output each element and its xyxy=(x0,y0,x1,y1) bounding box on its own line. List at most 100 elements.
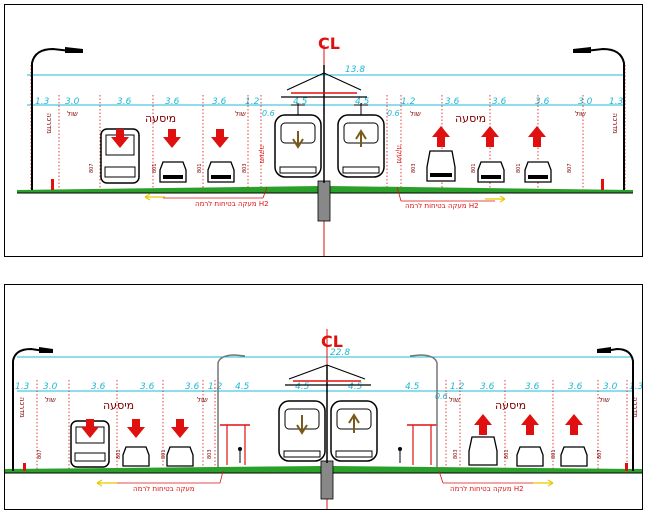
width-label: 3.6 xyxy=(91,382,106,392)
street-lamp-right xyxy=(597,347,634,471)
sidewalk-label: מדרכה xyxy=(631,397,639,418)
shoulder-label: שול xyxy=(235,110,246,118)
width-label: 0.6 xyxy=(262,109,275,118)
car-icon xyxy=(560,446,588,467)
width-label: 1.3 xyxy=(609,97,624,107)
tram-right xyxy=(330,400,378,462)
street-lamp-left xyxy=(12,347,53,471)
width-label: 1.3 xyxy=(35,97,50,107)
lane-label: מיסעה xyxy=(495,399,526,412)
barrier-label: מעקה xyxy=(395,145,403,164)
lane-code: 801 xyxy=(504,449,510,459)
car-icon xyxy=(159,161,187,183)
street-lamp-left xyxy=(31,47,83,190)
centerline-label: CL xyxy=(321,332,343,351)
lane-code: 807 xyxy=(597,449,603,459)
shoulder-label: שול xyxy=(449,396,460,404)
width-label: 4.5 xyxy=(235,382,250,392)
car-icon xyxy=(207,161,235,183)
width-label: 3.6 xyxy=(165,97,180,107)
shoulder-label: שול xyxy=(197,396,208,404)
barrier-label: מעקה xyxy=(258,145,266,164)
width-label: 1.2 xyxy=(401,97,416,107)
lane-label: מיסעה xyxy=(145,112,176,125)
lane-code: 801 xyxy=(551,449,557,459)
width-label: 3.6 xyxy=(568,382,583,392)
shoulder-label: שול xyxy=(410,110,421,118)
cross-section-panel-2: 22.8 1.3 3.0 3.6 3.6 3.6 1.2 4.5 4.5 4.5… xyxy=(4,284,643,510)
tram-right xyxy=(337,103,385,178)
width-label: 3.6 xyxy=(117,97,132,107)
width-label: 3.6 xyxy=(492,97,507,107)
width-label: 3.6 xyxy=(140,382,155,392)
barrier-note-right: מעקה בטיחות לרמה H2 xyxy=(405,202,479,210)
width-label: 1.3 xyxy=(15,382,30,392)
tram-left xyxy=(274,103,322,178)
lane-code: 807 xyxy=(567,163,573,173)
van-icon xyxy=(468,436,498,466)
width-label: 3.6 xyxy=(525,382,540,392)
lane-code: 801 xyxy=(516,163,522,173)
cross-section-drawing-2: 22.8 1.3 3.0 3.6 3.6 3.6 1.2 4.5 4.5 4.5… xyxy=(5,329,642,509)
width-label: 4.5 xyxy=(348,382,363,392)
shoulder-label: שול xyxy=(575,110,586,118)
width-label: 4.5 xyxy=(405,382,420,392)
lane-code: 801 xyxy=(116,449,122,459)
lane-code: 801 xyxy=(471,163,477,173)
shoulder-label: שול xyxy=(45,396,56,404)
top-width-label: 13.8 xyxy=(345,65,365,75)
center-pier xyxy=(320,460,334,500)
centerline-label: CL xyxy=(318,34,340,53)
car-icon xyxy=(516,446,544,467)
width-label: 4.5 xyxy=(355,97,370,107)
tram-left xyxy=(278,400,326,462)
width-label: 1.2 xyxy=(450,382,465,392)
barrier-note-left: מעקה בטיחות לרמה H2 xyxy=(195,200,269,208)
cross-section-drawing-1: 13.8 1.3 3.0 3.6 3.6 3.6 1.2 0.6 4.5 4.5… xyxy=(17,34,633,256)
van-icon xyxy=(426,150,456,182)
lane-code: 803 xyxy=(207,449,213,459)
width-label: 0.6 xyxy=(387,109,400,118)
width-label: 1.2 xyxy=(245,97,260,107)
width-label: 3.6 xyxy=(445,97,460,107)
car-icon xyxy=(122,446,150,467)
center-pier xyxy=(317,180,331,222)
width-label: 3.0 xyxy=(65,97,80,107)
platform-shelter-right xyxy=(398,424,437,465)
top-width-label: 22.8 xyxy=(330,348,350,358)
direction-arrows-left xyxy=(111,129,229,148)
direction-arrows-right xyxy=(474,414,583,435)
car-icon xyxy=(166,446,194,467)
car-icon xyxy=(524,161,552,183)
lane-label: מיסעה xyxy=(455,112,486,125)
cross-section-panel-1: 13.8 1.3 3.0 3.6 3.6 3.6 1.2 0.6 4.5 4.5… xyxy=(4,4,643,257)
width-label: 3.0 xyxy=(578,97,593,107)
width-label: 3.0 xyxy=(43,382,58,392)
barrier-note-left: מעקה בטיחות לרמה xyxy=(133,485,195,493)
width-label: 4.5 xyxy=(295,382,310,392)
car-icon xyxy=(477,161,505,183)
lane-code: 801 xyxy=(152,163,158,173)
width-label: 3.6 xyxy=(535,97,550,107)
width-label: 4.5 xyxy=(293,97,308,107)
lane-code: 803 xyxy=(242,163,248,173)
street-lamp-right xyxy=(573,47,625,190)
width-labels: 1.3 3.0 3.6 3.6 3.6 1.2 0.6 4.5 4.5 0.6 … xyxy=(35,97,624,118)
lane-code: 807 xyxy=(37,449,43,459)
sidewalk-label: מדרכה xyxy=(611,113,619,134)
lane-label: מיסעה xyxy=(103,399,134,412)
direction-arrows-right xyxy=(432,126,546,147)
sidewalk-label: מדרכה xyxy=(45,113,53,134)
shoulder-label: שול xyxy=(67,110,78,118)
shoulder-label: שול xyxy=(599,396,610,404)
barrier-note-right: מעקה בטיחות לרמה H2 xyxy=(450,485,524,493)
width-label: 3.6 xyxy=(185,382,200,392)
platform-shelter-left xyxy=(220,424,250,465)
direction-arrows-left xyxy=(81,419,189,438)
lane-code: 801 xyxy=(161,449,167,459)
lane-code: 803 xyxy=(411,163,417,173)
width-label: 3.6 xyxy=(480,382,495,392)
width-label: 0.6 xyxy=(435,392,448,401)
width-label: 3.0 xyxy=(603,382,618,392)
lane-code: 807 xyxy=(89,163,95,173)
